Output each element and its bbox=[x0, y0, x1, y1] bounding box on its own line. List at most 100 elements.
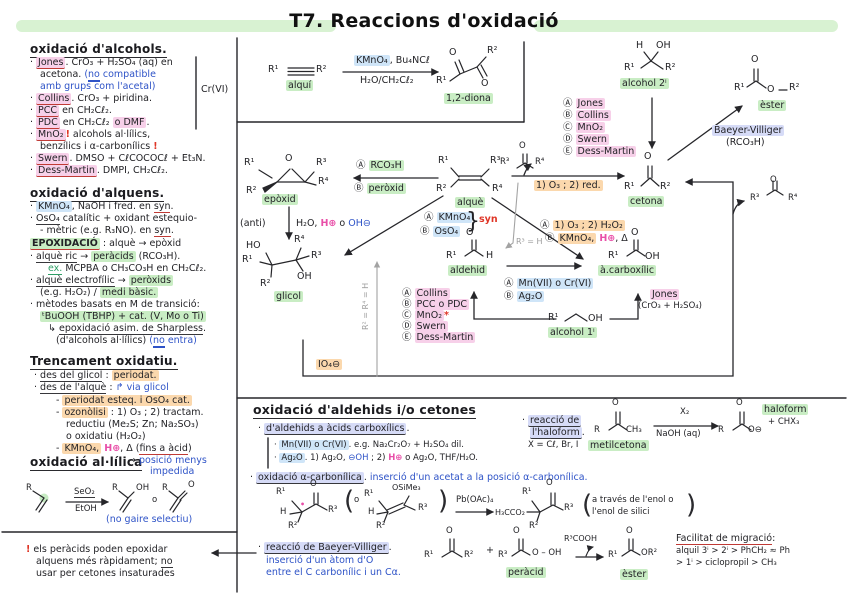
alquene-r4: R⁴ bbox=[492, 183, 502, 195]
cetona-list-b: Ⓑ Collins bbox=[563, 110, 611, 122]
cetona-list-c: Ⓒ MnO₂ bbox=[563, 122, 606, 134]
peracids-warning-3: usar per cetones insaturades bbox=[36, 568, 175, 580]
enol-or: o bbox=[354, 495, 359, 506]
acid-reagent-a: Ⓐ 1) O₃ ; 2) H₂O₂ bbox=[540, 220, 625, 232]
trenc-item-glicol: · bbox=[34, 370, 41, 381]
alfaket-r1: R¹ bbox=[276, 487, 286, 497]
bottom-item-alfa: inserció d'un acetat a la posició α-carb… bbox=[369, 472, 588, 483]
metilcetona-r: R bbox=[594, 425, 600, 436]
trenc-item-kmno4: - KMnO₄, H⊕, Δ (fins a àcid) bbox=[56, 443, 192, 455]
alquens-item-electrofilic: → bbox=[114, 275, 129, 286]
alquens-item-ric: alquè ric bbox=[36, 251, 78, 263]
alcohols-item-jones-3: amb grups com l'acetal) bbox=[40, 81, 155, 93]
baeyer-desc-1: inserció d'un àtom d'O bbox=[266, 555, 374, 566]
aldehid-o: O bbox=[466, 227, 473, 239]
alfaprod-h3cco2: H₃CCO₂ bbox=[495, 508, 525, 518]
cetona-list-d: Ⓓ bbox=[563, 134, 576, 145]
migration-order-1: alquil 3ⁱ > 2ⁱ > PhCH₂ ≈ Ph bbox=[676, 546, 790, 556]
trenc-item-ozonolisi-3: o oxidatiu (H₂O₂) bbox=[66, 431, 146, 442]
enol-r2: R² bbox=[376, 521, 386, 531]
alqui-r2: R² bbox=[316, 64, 326, 76]
alquens-item-electrofilic-2: (e.g. H₂O₂) / medi bàsic. bbox=[40, 287, 159, 299]
haloform-reagent: X₂ bbox=[680, 407, 689, 418]
epoxid-hydrolysis: OH⊖ bbox=[348, 218, 371, 229]
seo2-note: (no gaire selectiu) bbox=[106, 514, 193, 525]
aldehid-r1: R¹ bbox=[446, 250, 457, 262]
aldox-reagent-a: Ⓐ Mn(VII) o Cr(VI) bbox=[504, 278, 594, 290]
allilica-note: → bbox=[128, 455, 139, 466]
seo2-substrate-r: R bbox=[26, 483, 32, 494]
haloprod-o: O bbox=[736, 398, 743, 408]
alc2-oh: OH bbox=[656, 40, 671, 51]
trenc-item-alque: · bbox=[34, 382, 41, 393]
haloform-x: X = Cℓ, Br, I bbox=[528, 440, 578, 451]
alquens-item-sharpless-2: (d'alcohols al·lílics) bbox=[56, 335, 150, 346]
alquene-r2: R² bbox=[436, 183, 446, 195]
alcohols-item-pcc: en CH₂Cℓ₂. bbox=[59, 105, 112, 116]
peracids-warning-1: els peràcids poden epoxidar bbox=[30, 544, 168, 555]
haloform-title-1: · bbox=[522, 415, 529, 426]
glicol-oh: OH bbox=[297, 271, 312, 282]
enol-r3: R³ bbox=[418, 503, 428, 513]
cetona-o: O bbox=[644, 151, 651, 163]
anti-note: (anti) bbox=[240, 218, 266, 229]
alquens-item-kmno4: , NaOH i fred. en bbox=[71, 201, 154, 212]
epoxid-r1: R¹ bbox=[244, 157, 254, 169]
seo2-solvent: EtOH bbox=[75, 504, 97, 514]
bottom-item-acids-sub2: Ag₂O bbox=[279, 453, 305, 463]
diona-o2: O bbox=[481, 78, 489, 89]
pboac4-label: Pb(OAc)₄ bbox=[456, 495, 494, 506]
trenc-item-kmno4: ) bbox=[187, 443, 192, 454]
alfaprod-r2: R² bbox=[529, 521, 539, 532]
alcohols-item-dessmartin: . DMPI, CH₂Cℓ₂. bbox=[96, 165, 168, 176]
baeyer-villiger-label: Baeyer-Villiger bbox=[712, 125, 785, 137]
alquens-item-ric: (RCO₃H). bbox=[135, 251, 181, 262]
heading-oxidacio-allilica: oxidació al·lílica bbox=[30, 455, 143, 471]
aldehid-list-c: Ⓒ MnO₂* bbox=[402, 310, 449, 322]
ester-top-label: èster bbox=[758, 100, 787, 111]
alquens-item-sharpless: ↳ bbox=[48, 323, 59, 334]
pboac4-label: Pb(OAc)₄ bbox=[456, 495, 494, 505]
via-enol-1: a través de l'enol o bbox=[592, 495, 674, 505]
diona-o1: O bbox=[449, 47, 457, 58]
haloform-base: NaOH (aq) bbox=[656, 429, 701, 439]
epoxid-r2: R² bbox=[246, 185, 256, 197]
aldox-reagent-a: Mn(VII) o Cr(VI) bbox=[516, 278, 594, 289]
bvket-o: O bbox=[446, 526, 453, 537]
bottom-item-acids-sub1: . e.g. Na₂Cr₂O₇ + H₂SO₄ dil. bbox=[348, 440, 464, 450]
migration-title: Facilitat de migració: bbox=[676, 533, 775, 545]
crvi-note: Cr(VI) bbox=[201, 84, 229, 95]
bvester-r1: R¹ bbox=[608, 550, 618, 560]
aldehid-list-e: Dess-Martin bbox=[414, 332, 476, 343]
ozonolysis-label: 1) O₃ ; 2) red. bbox=[534, 180, 603, 191]
haloform-label: haloform bbox=[762, 404, 809, 415]
alfaprod-r1: R¹ bbox=[522, 487, 531, 498]
acid-reagent-b: KMnO₄, bbox=[557, 233, 597, 244]
bottom-item-acids: · d'aldehids a àcids carboxílics. bbox=[258, 423, 409, 435]
peracid-o: O bbox=[513, 526, 520, 536]
cetona-r1: R¹ bbox=[624, 181, 634, 193]
alfaprod-r2: R² bbox=[529, 521, 539, 531]
byprod1-r4: R⁴ bbox=[535, 157, 545, 167]
bottom-item-acids-sub1: · Mn(VII) o Cr(VI). e.g. Na₂Cr₂O₇ + H₂SO… bbox=[274, 440, 464, 451]
syn-note: syn bbox=[479, 214, 498, 225]
epoxid-r3: R³ bbox=[316, 157, 327, 168]
aldehid-list-b: Ⓑ PCC o PDC bbox=[402, 299, 470, 311]
haloprod-ominus: O⊖ bbox=[748, 425, 762, 435]
peracid-ooh: O – OH bbox=[532, 548, 561, 559]
aldehid-r1: R¹ bbox=[446, 250, 457, 261]
epoxid-reagent-a: Ⓐ RCO₃H bbox=[356, 160, 404, 172]
alcohols-item-pdc: · bbox=[30, 117, 37, 128]
bv-plus: + bbox=[486, 545, 494, 556]
alcohols-item-mno2: alcohols al·lílics, bbox=[69, 129, 151, 140]
peracid-r3: R³ bbox=[498, 550, 507, 561]
alquens-item-electrofilic-2: medi bàsic. bbox=[99, 287, 159, 298]
aldehid-list-d: Ⓓ bbox=[402, 321, 415, 332]
alquens-item-ric: · alquè ric → peràcids (RCO₃H). bbox=[30, 251, 181, 263]
aldehid-list-c: MnO₂ bbox=[414, 310, 445, 321]
alcohols-item-dessmartin: Dess-Martin bbox=[36, 165, 97, 177]
epoxid-hydrolysis: o bbox=[336, 218, 349, 229]
ozonolysis-label: 1) O₃ ; 2) red. bbox=[534, 180, 603, 192]
enol-r2: R² bbox=[376, 521, 386, 532]
epoxid-o: O bbox=[285, 153, 292, 165]
